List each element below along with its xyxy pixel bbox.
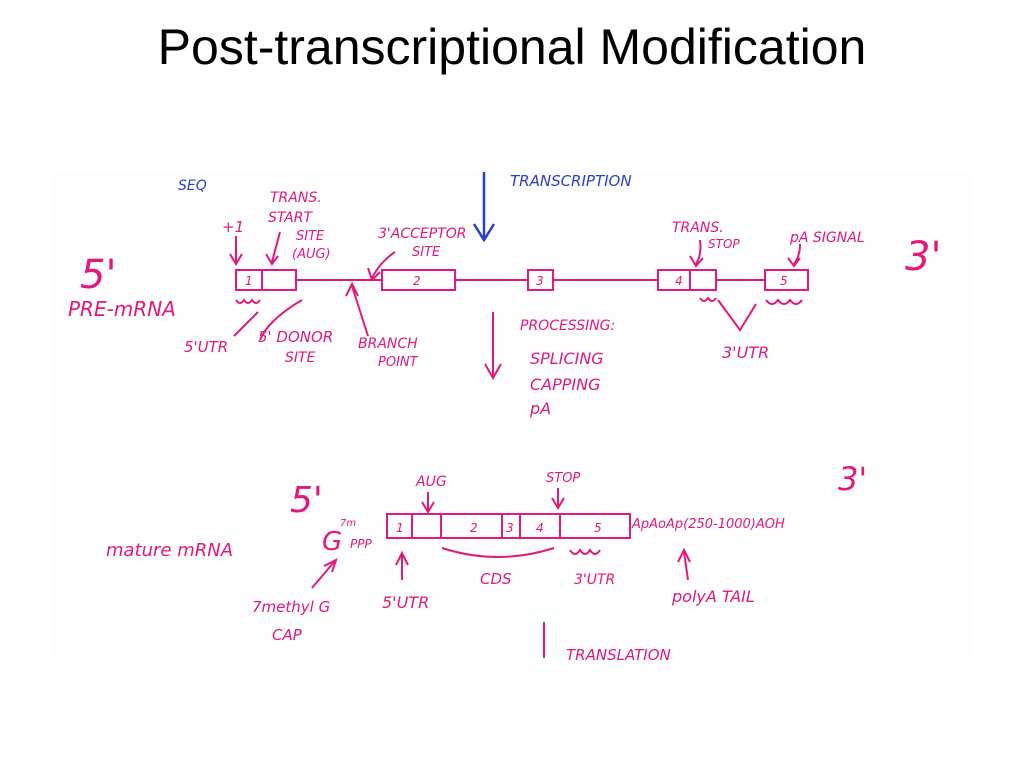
branch-line-1: BRANCH [358, 336, 418, 352]
mature-strand [311, 488, 691, 658]
pre-exon-4: 4 [675, 274, 683, 288]
pre-five-utr: 5'UTR [184, 338, 228, 356]
transcription-label: TRANSCRIPTION [510, 172, 632, 190]
donor-line-1: 5' DONOR [258, 328, 333, 346]
pa-signal-label: pA SIGNAL [789, 230, 865, 246]
pre-exon-5: 5 [780, 274, 788, 288]
top-pointer-arrows [229, 231, 801, 381]
pre-mrna-strand [235, 269, 809, 305]
ppp-label: PPP [350, 537, 372, 551]
pre-exon-4-box [657, 269, 717, 291]
cap-g: G [322, 527, 342, 557]
seq-label: SEQ [178, 178, 207, 194]
stop-label: STOP [546, 471, 580, 486]
trans-start-line-1: TRANS. [270, 190, 322, 206]
processing-line-2: SPLICING [530, 349, 604, 368]
pre-exon-1: 1 [245, 274, 253, 288]
branch-line-2: POINT [378, 355, 419, 370]
pre-exon-2: 2 [413, 274, 421, 288]
cds-label: CDS [480, 570, 512, 588]
donor-line-2: SITE [285, 350, 316, 366]
pre-five-prime: 5' [80, 252, 116, 298]
processing-label: PROCESSING: SPLICING CAPPING pA [520, 318, 615, 418]
pre-three-utr: 3'UTR [722, 343, 769, 362]
whiteboard-diagram [52, 172, 970, 658]
trans-start-line-4: (AUG) [292, 247, 331, 262]
trans-start-line-2: START [268, 210, 313, 226]
processing-line-3: CAPPING [530, 375, 601, 394]
mature-five-utr: 5'UTR [382, 593, 429, 612]
cap-7m: 7m [340, 518, 356, 529]
mature-three-utr: 3'UTR [574, 572, 615, 588]
acceptor-label: 3'ACCEPTOR SITE [378, 226, 466, 260]
poly-tail-label: polyA TAIL [671, 587, 755, 606]
methyl-cap-line-2: CAP [272, 626, 303, 644]
pre-three-prime: 3' [905, 234, 941, 280]
trans-stop-label: TRANS. STOP [672, 220, 740, 251]
branch-label: BRANCH POINT [358, 336, 419, 370]
mature-exon-5: 5 [594, 521, 602, 535]
trans-stop-line-1: TRANS. [672, 220, 724, 236]
slide-title: Post-transcriptional Modification [157, 19, 867, 75]
translation-label: TRANSLATION [566, 646, 671, 664]
mature-exon-4: 4 [536, 521, 544, 535]
trans-start-line-3: SITE [296, 229, 325, 244]
methyl-cap-label: 7methyl G CAP [252, 598, 330, 644]
aug-label: AUG [415, 474, 447, 490]
trans-start-label: TRANS. START SITE (AUG) [268, 190, 331, 262]
mature-three-prime: 3' [838, 460, 867, 498]
pre-exon-1-box [235, 269, 297, 291]
donor-label: 5' DONOR SITE [258, 328, 333, 366]
mature-exon-2: 2 [470, 521, 478, 535]
plus-one-label: +1 [222, 218, 244, 236]
transcription-arrow [472, 172, 496, 243]
mature-mrna-label: mature mRNA [106, 540, 233, 561]
trans-stop-line-2: STOP [708, 237, 740, 251]
polya-label: ApAoAp(250-1000)AOH [631, 517, 785, 532]
mature-five-prime: 5' [290, 480, 323, 521]
mature-exon-1: 1 [396, 521, 404, 535]
acceptor-line-2: SITE [412, 245, 441, 260]
pre-mrna-label: PRE-mRNA [68, 297, 176, 321]
mature-exon-5-box [559, 513, 631, 539]
processing-line-4: pA [529, 399, 551, 418]
pre-exon-3-box [527, 269, 554, 291]
pre-exon-2-box [381, 269, 456, 291]
pre-exon-3: 3 [536, 274, 544, 288]
processing-line-1: PROCESSING: [520, 318, 615, 334]
mature-exon-3: 3 [506, 521, 514, 535]
pre-exon-5-box [764, 269, 809, 291]
methyl-cap-line-1: 7methyl G [252, 598, 330, 616]
acceptor-line-1: 3'ACCEPTOR [378, 226, 466, 242]
